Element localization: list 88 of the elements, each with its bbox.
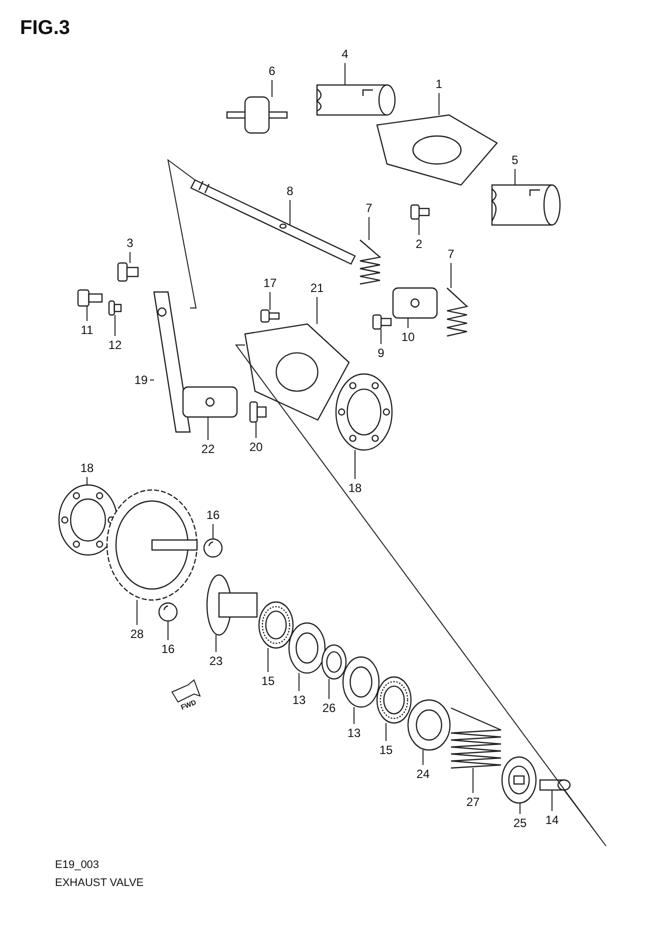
leader-line [354,450,356,480]
callout-number: 8 [286,184,294,198]
leader-line [328,678,330,700]
washer-drawing [288,622,326,674]
needle-bearing-drawing [376,676,412,724]
pin-drawing [539,779,571,791]
callout-number: 24 [415,767,431,781]
leader-line [344,62,346,86]
callout-number: 13 [346,726,362,740]
callout-number: 2 [414,237,424,251]
bearing-drawing [335,373,393,451]
assembly-line [167,158,197,308]
figure-title: FIG.3 [20,16,70,40]
callout-number: 7 [446,247,456,261]
bolt-drawing [77,289,103,307]
callout-number: 1 [434,77,444,91]
needle-bearing-drawing [258,601,294,649]
leader-line [472,768,474,794]
bracket-drawing [376,114,498,186]
shaft-drawing [190,179,356,265]
callout-number: 13 [291,693,307,707]
callout-number: 12 [107,338,123,352]
spring-drawing [450,707,502,769]
leader-line [368,216,370,240]
bolt-drawing [410,204,430,220]
callout-number: 20 [248,440,264,454]
callout-number: 25 [512,816,528,830]
leader-line [136,600,138,626]
callout-number: 28 [129,627,145,641]
callout-number: 19 [133,373,149,387]
clamp-drawing [392,287,438,319]
nut-drawing [117,262,139,282]
callout-number: 23 [208,654,224,668]
leader-line [450,262,452,288]
washer-drawing [342,656,380,708]
lever-drawing [153,291,191,433]
leader-line [86,306,88,322]
callout-number: 9 [376,346,386,360]
leader-line [380,328,382,344]
bolt-drawing [249,401,267,423]
spring-clip-drawing [446,288,468,337]
gear-drawing [106,489,198,601]
callout-number: 22 [200,442,216,456]
callout-number: 4 [340,47,350,61]
leader-line [114,314,116,336]
callout-number: 7 [364,201,374,215]
bolt-drawing [372,314,392,330]
ball-drawing [203,538,223,558]
callout-number: 15 [378,743,394,757]
callout-number: 15 [260,674,276,688]
bolt-drawing [260,309,280,323]
bushing-drawing [226,96,288,134]
leader-line [438,92,440,116]
ring-drawing [407,699,451,751]
leader-line [212,524,214,540]
callout-number: 3 [126,236,134,250]
leader-line [422,750,424,766]
callout-number: 11 [80,323,94,337]
link-drawing [182,386,238,418]
callout-number: 18 [347,481,363,495]
callout-number: 5 [510,153,520,167]
callout-number: 26 [321,701,337,715]
ball-drawing [158,602,178,622]
assembly-line [235,344,606,846]
callout-number: 18 [79,461,95,475]
leader-line [418,218,420,236]
callout-number: 27 [465,795,481,809]
callout-number: 10 [400,330,416,344]
callout-number: 6 [268,64,276,78]
callout-number: 21 [309,281,325,295]
callout-number: 14 [544,813,560,827]
collar-drawing [321,644,347,680]
leader-line [298,672,300,692]
nut-drawing [108,300,122,316]
drawing-code: E19_003 [55,858,100,872]
callout-number: 16 [205,508,221,522]
tube-drawing [316,84,396,116]
leader-line [86,476,88,486]
leader-line [514,168,516,186]
plate-washer-drawing [501,756,537,804]
leader-line [316,296,318,324]
plate-drawing [244,323,350,421]
figure-caption: EXHAUST VALVE [55,876,144,890]
tube-drawing [491,184,561,226]
callout-number: 17 [262,276,278,290]
sleeve-drawing [206,574,258,636]
spring-clip-drawing [359,240,382,285]
callout-number: 16 [160,642,176,656]
